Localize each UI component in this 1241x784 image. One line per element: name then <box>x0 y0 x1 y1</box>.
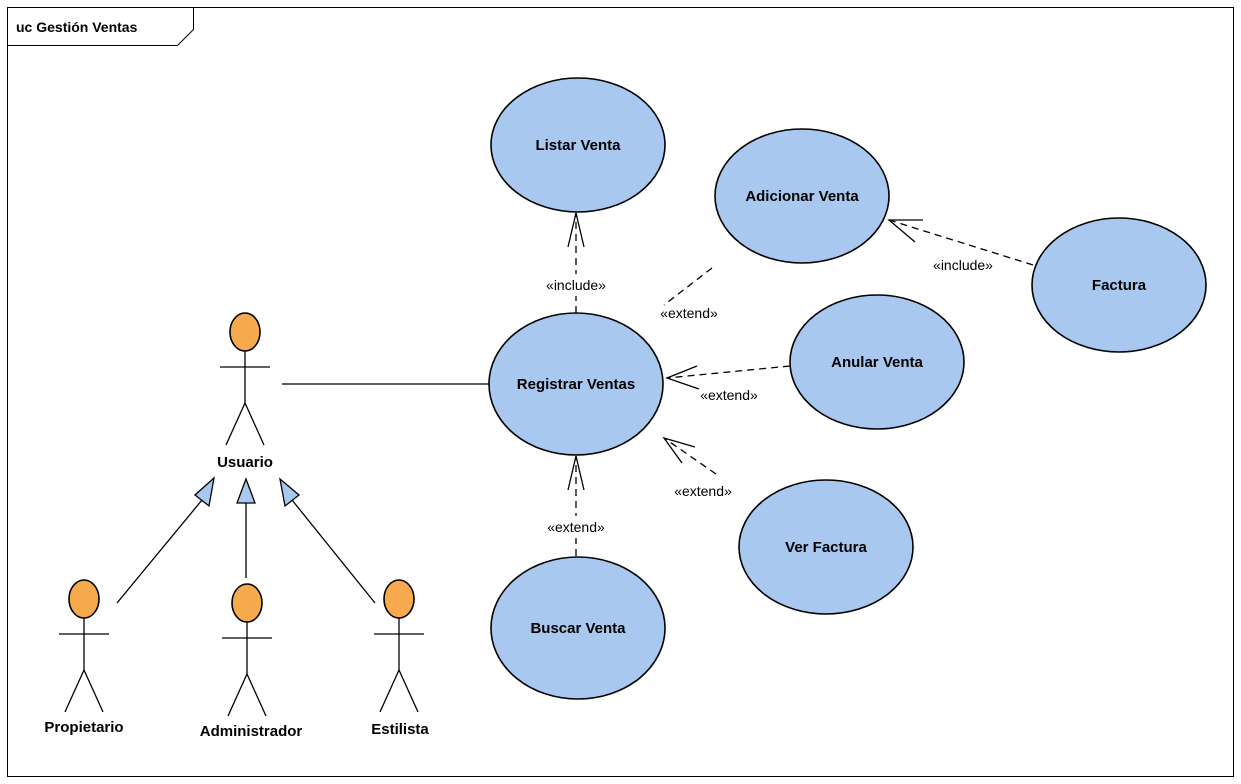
actor-propietario-label: Propietario <box>44 719 123 736</box>
generalization-arrow-propietario <box>193 476 215 508</box>
diagram-frame <box>7 7 1234 777</box>
actor-estilista: Estilista <box>371 579 429 738</box>
svg-text:Ver Factura: Ver Factura <box>785 539 867 556</box>
extend-anular-registrar <box>666 365 791 379</box>
svg-text:Factura: Factura <box>1092 277 1147 294</box>
include-label-factura: «include» <box>933 257 993 273</box>
generalization-arrow-administrador <box>236 477 256 504</box>
extend-arrowhead-ver-factura <box>662 436 696 464</box>
svg-text:Buscar Venta: Buscar Venta <box>530 620 626 637</box>
use-case-anular-venta: Anular Venta <box>789 294 965 430</box>
actor-propietario-head <box>68 579 100 619</box>
extend-arrowhead-anular <box>665 365 700 390</box>
include-label-listar: «include» <box>546 277 606 293</box>
svg-text:Anular Venta: Anular Venta <box>831 354 923 371</box>
use-case-buscar-venta: Buscar Venta <box>490 556 666 700</box>
use-case-listar-venta: Listar Venta <box>490 77 666 213</box>
frame-title: uc Gestión Ventas <box>16 19 138 35</box>
use-case-adicionar-venta: Adicionar Venta <box>714 128 890 264</box>
actor-usuario: Usuario <box>217 312 273 471</box>
extend-adicionar-registrar <box>663 267 713 306</box>
use-case-ver-factura: Ver Factura <box>738 479 914 615</box>
svg-text:Listar Venta: Listar Venta <box>535 137 621 154</box>
include-arrowhead-listar <box>567 212 585 248</box>
svg-text:Registrar Ventas: Registrar Ventas <box>517 376 635 393</box>
frame-title-tab <box>7 7 194 46</box>
extend-label-anular: «extend» <box>700 387 758 403</box>
svg-text:Adicionar Venta: Adicionar Venta <box>745 188 859 205</box>
extend-label-ver-factura: «extend» <box>674 483 732 499</box>
actor-administrador-head <box>231 583 263 623</box>
include-factura-adicionar <box>888 219 1034 266</box>
use-case-factura: Factura <box>1031 217 1207 353</box>
actor-usuario-label: Usuario <box>217 454 273 471</box>
generalization-propietario-usuario <box>116 499 203 604</box>
use-case-registrar-ventas: Registrar Ventas <box>488 312 664 456</box>
actor-estilista-head <box>383 579 415 619</box>
actor-administrador-label: Administrador <box>200 723 303 740</box>
include-arrowhead-adicionar <box>887 219 923 243</box>
extend-label-adicionar: «extend» <box>660 305 718 321</box>
generalization-estilista-usuario <box>291 499 376 604</box>
extend-label-buscar: «extend» <box>547 519 605 535</box>
actor-propietario: Propietario <box>44 579 124 736</box>
actor-usuario-head <box>229 312 261 352</box>
actor-estilista-label: Estilista <box>371 721 429 738</box>
actor-administrador: Administrador <box>200 583 303 740</box>
extend-ver-factura-registrar <box>663 437 717 475</box>
generalization-arrow-estilista <box>279 477 301 508</box>
extend-arrowhead-buscar <box>567 455 585 491</box>
